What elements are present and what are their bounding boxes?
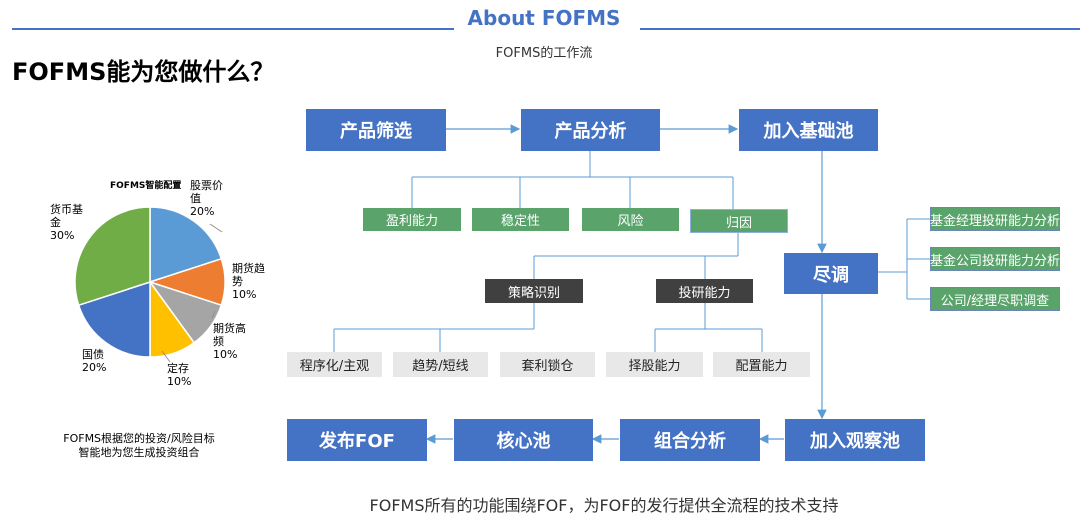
pie-label-2-line-1: 期货趋	[232, 262, 265, 275]
pie-label-4-percent: 10%	[167, 375, 192, 388]
pie-label-2-line-2: 势	[232, 275, 243, 288]
allocation-pie-chart	[74, 206, 226, 363]
research-item-allocation: 配置能力	[713, 352, 810, 377]
step-publish-fof: 发布FOF	[287, 419, 427, 461]
page-heading: FOFMS能为您做什么？	[12, 58, 275, 86]
pie-label-6-line-1: 货币基	[50, 203, 83, 216]
step-core-pool: 核心池	[454, 419, 593, 461]
pie-caption: FOFMS根据您的投资/风险目标 智能地为您生成投资组合	[56, 432, 222, 460]
pie-caption-line-2: 智能地为您生成投资组合	[78, 446, 200, 459]
step-due-diligence: 尽调	[784, 253, 878, 294]
pie-leader-line-1	[209, 223, 223, 233]
analysis-item-stability: 稳定性	[472, 208, 569, 231]
dd-item-due-diligence-check: 公司/经理尽职调查	[930, 287, 1060, 311]
pie-slice-1	[149, 206, 223, 284]
step-portfolio-analysis: 组合分析	[620, 419, 760, 461]
pie-label-4-line-1: 定存	[167, 362, 189, 375]
header-rule-left	[12, 28, 454, 30]
pie-slice-5	[77, 280, 151, 358]
pie-label-3-line-1: 期货高	[213, 322, 246, 335]
pie-leader-line-3	[161, 350, 171, 363]
dd-item-company-research: 基金公司投研能力分析	[930, 247, 1060, 271]
header-rule-right	[640, 28, 1080, 30]
analysis-item-risk: 风险	[582, 208, 679, 231]
pie-label-3-line-2: 频	[213, 335, 224, 348]
pie-label-3-percent: 10%	[213, 348, 238, 361]
step-product-analysis: 产品分析	[521, 109, 660, 151]
pie-chart-title: FOFMS智能配置	[110, 181, 182, 191]
pie-slice-6	[74, 206, 151, 307]
pie-label-1-percent: 20%	[190, 205, 215, 218]
strategy-item-trend: 趋势/短线	[393, 352, 488, 377]
pie-caption-line-1: FOFMS根据您的投资/风险目标	[63, 432, 215, 445]
strategy-item-programmatic: 程序化/主观	[287, 352, 382, 377]
step-watch-pool: 加入观察池	[785, 419, 925, 461]
analysis-item-profitability: 盈利能力	[363, 208, 461, 231]
attr-research-capability: 投研能力	[656, 279, 753, 303]
research-item-stock-picking: 择股能力	[606, 352, 703, 377]
step-base-pool: 加入基础池	[739, 109, 878, 151]
attr-strategy-identification: 策略识别	[485, 279, 583, 303]
footer-note: FOFMS所有的功能围绕FOF，为FOF的发行提供全流程的技术支持	[369, 496, 839, 515]
workflow-subtitle: FOFMS的工作流	[495, 46, 593, 61]
pie-label-1-line-2: 值	[190, 192, 201, 205]
pie-label-5-percent: 20%	[82, 361, 107, 374]
pie-label-6-percent: 30%	[50, 229, 75, 242]
pie-label-6-line-2: 金	[50, 216, 61, 229]
pie-label-2-percent: 10%	[232, 288, 257, 301]
pie-label-1-line-1: 股票价	[190, 179, 223, 192]
analysis-item-attribution: 归因	[690, 209, 788, 233]
step-product-screening: 产品筛选	[306, 109, 446, 151]
page-banner-title: About FOFMS	[467, 6, 621, 30]
strategy-item-arbitrage: 套利锁仓	[500, 352, 595, 377]
dd-item-manager-research: 基金经理投研能力分析	[930, 207, 1060, 231]
pie-label-5-line-1: 国债	[82, 348, 104, 361]
pie-leader-line-2	[211, 310, 216, 319]
